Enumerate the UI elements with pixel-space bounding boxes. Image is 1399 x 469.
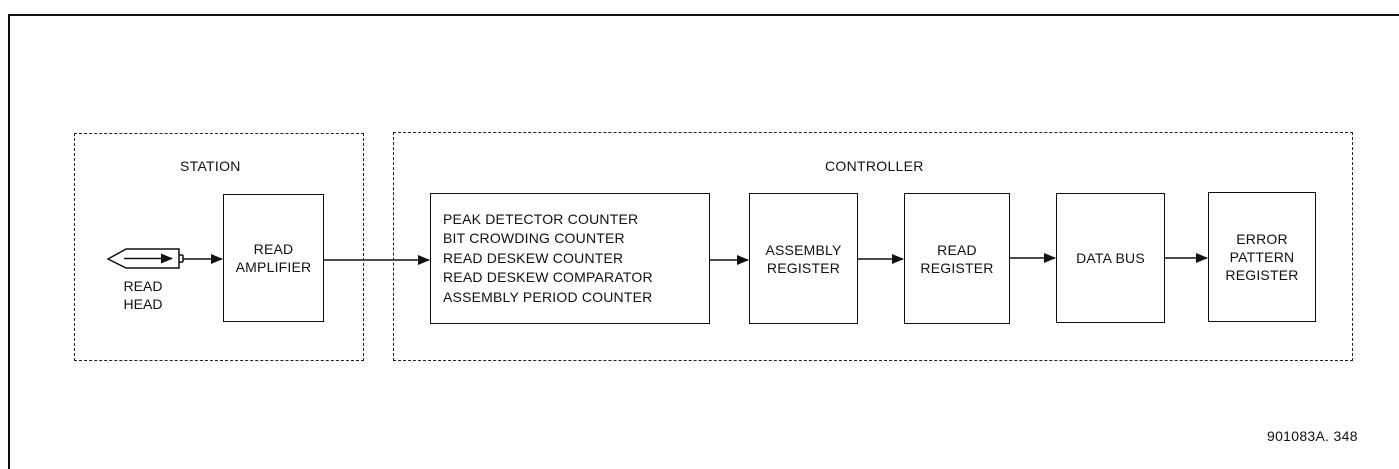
- read-register-block: READ REGISTER: [904, 193, 1010, 324]
- assembly-register-block: ASSEMBLY REGISTER: [749, 193, 858, 324]
- read-head-line-2: HEAD: [123, 296, 163, 312]
- error-pattern-register-line-3: REGISTER: [1225, 267, 1299, 283]
- read-amplifier-line-2: AMPLIFIER: [235, 259, 312, 275]
- assembly-register-line-1: ASSEMBLY: [765, 241, 842, 258]
- bit-crowding-counter-label: BIT CROWDING COUNTER: [443, 230, 625, 247]
- data-bus-block: DATA BUS: [1056, 193, 1165, 323]
- read-deskew-comparator-label: READ DESKEW COMPARATOR: [443, 269, 653, 286]
- figure-id: 901083A. 348: [1267, 428, 1358, 444]
- station-group: [74, 133, 364, 361]
- station-group-title: STATION: [180, 158, 241, 174]
- assembly-period-counter-label: ASSEMBLY PERIOD COUNTER: [443, 288, 653, 305]
- error-pattern-register-block: ERROR PATTERN REGISTER: [1208, 192, 1316, 322]
- data-bus-label: DATA BUS: [1076, 250, 1145, 266]
- read-deskew-counter-label: READ DESKEW COUNTER: [443, 249, 624, 266]
- read-head-line-1: READ: [123, 278, 163, 294]
- assembly-register-line-2: REGISTER: [766, 259, 841, 276]
- read-register-line-2: REGISTER: [920, 259, 994, 276]
- controller-group: [393, 132, 1353, 361]
- peak-detector-counter-label: PEAK DETECTOR COUNTER: [443, 210, 639, 227]
- read-register-line-1: READ: [937, 241, 977, 258]
- read-head-label: READ HEAD: [113, 277, 173, 313]
- read-amplifier-block: READ AMPLIFIER: [223, 194, 324, 322]
- frame-left-border: [8, 14, 10, 469]
- error-pattern-register-line-2: PATTERN: [1229, 249, 1295, 265]
- frame-top-border: [8, 14, 1399, 16]
- read-amplifier-line-1: READ: [253, 241, 294, 257]
- counters-block: PEAK DETECTOR COUNTER BIT CROWDING COUNT…: [430, 193, 710, 324]
- controller-group-title: CONTROLLER: [825, 158, 924, 174]
- error-pattern-register-line-1: ERROR: [1236, 231, 1288, 247]
